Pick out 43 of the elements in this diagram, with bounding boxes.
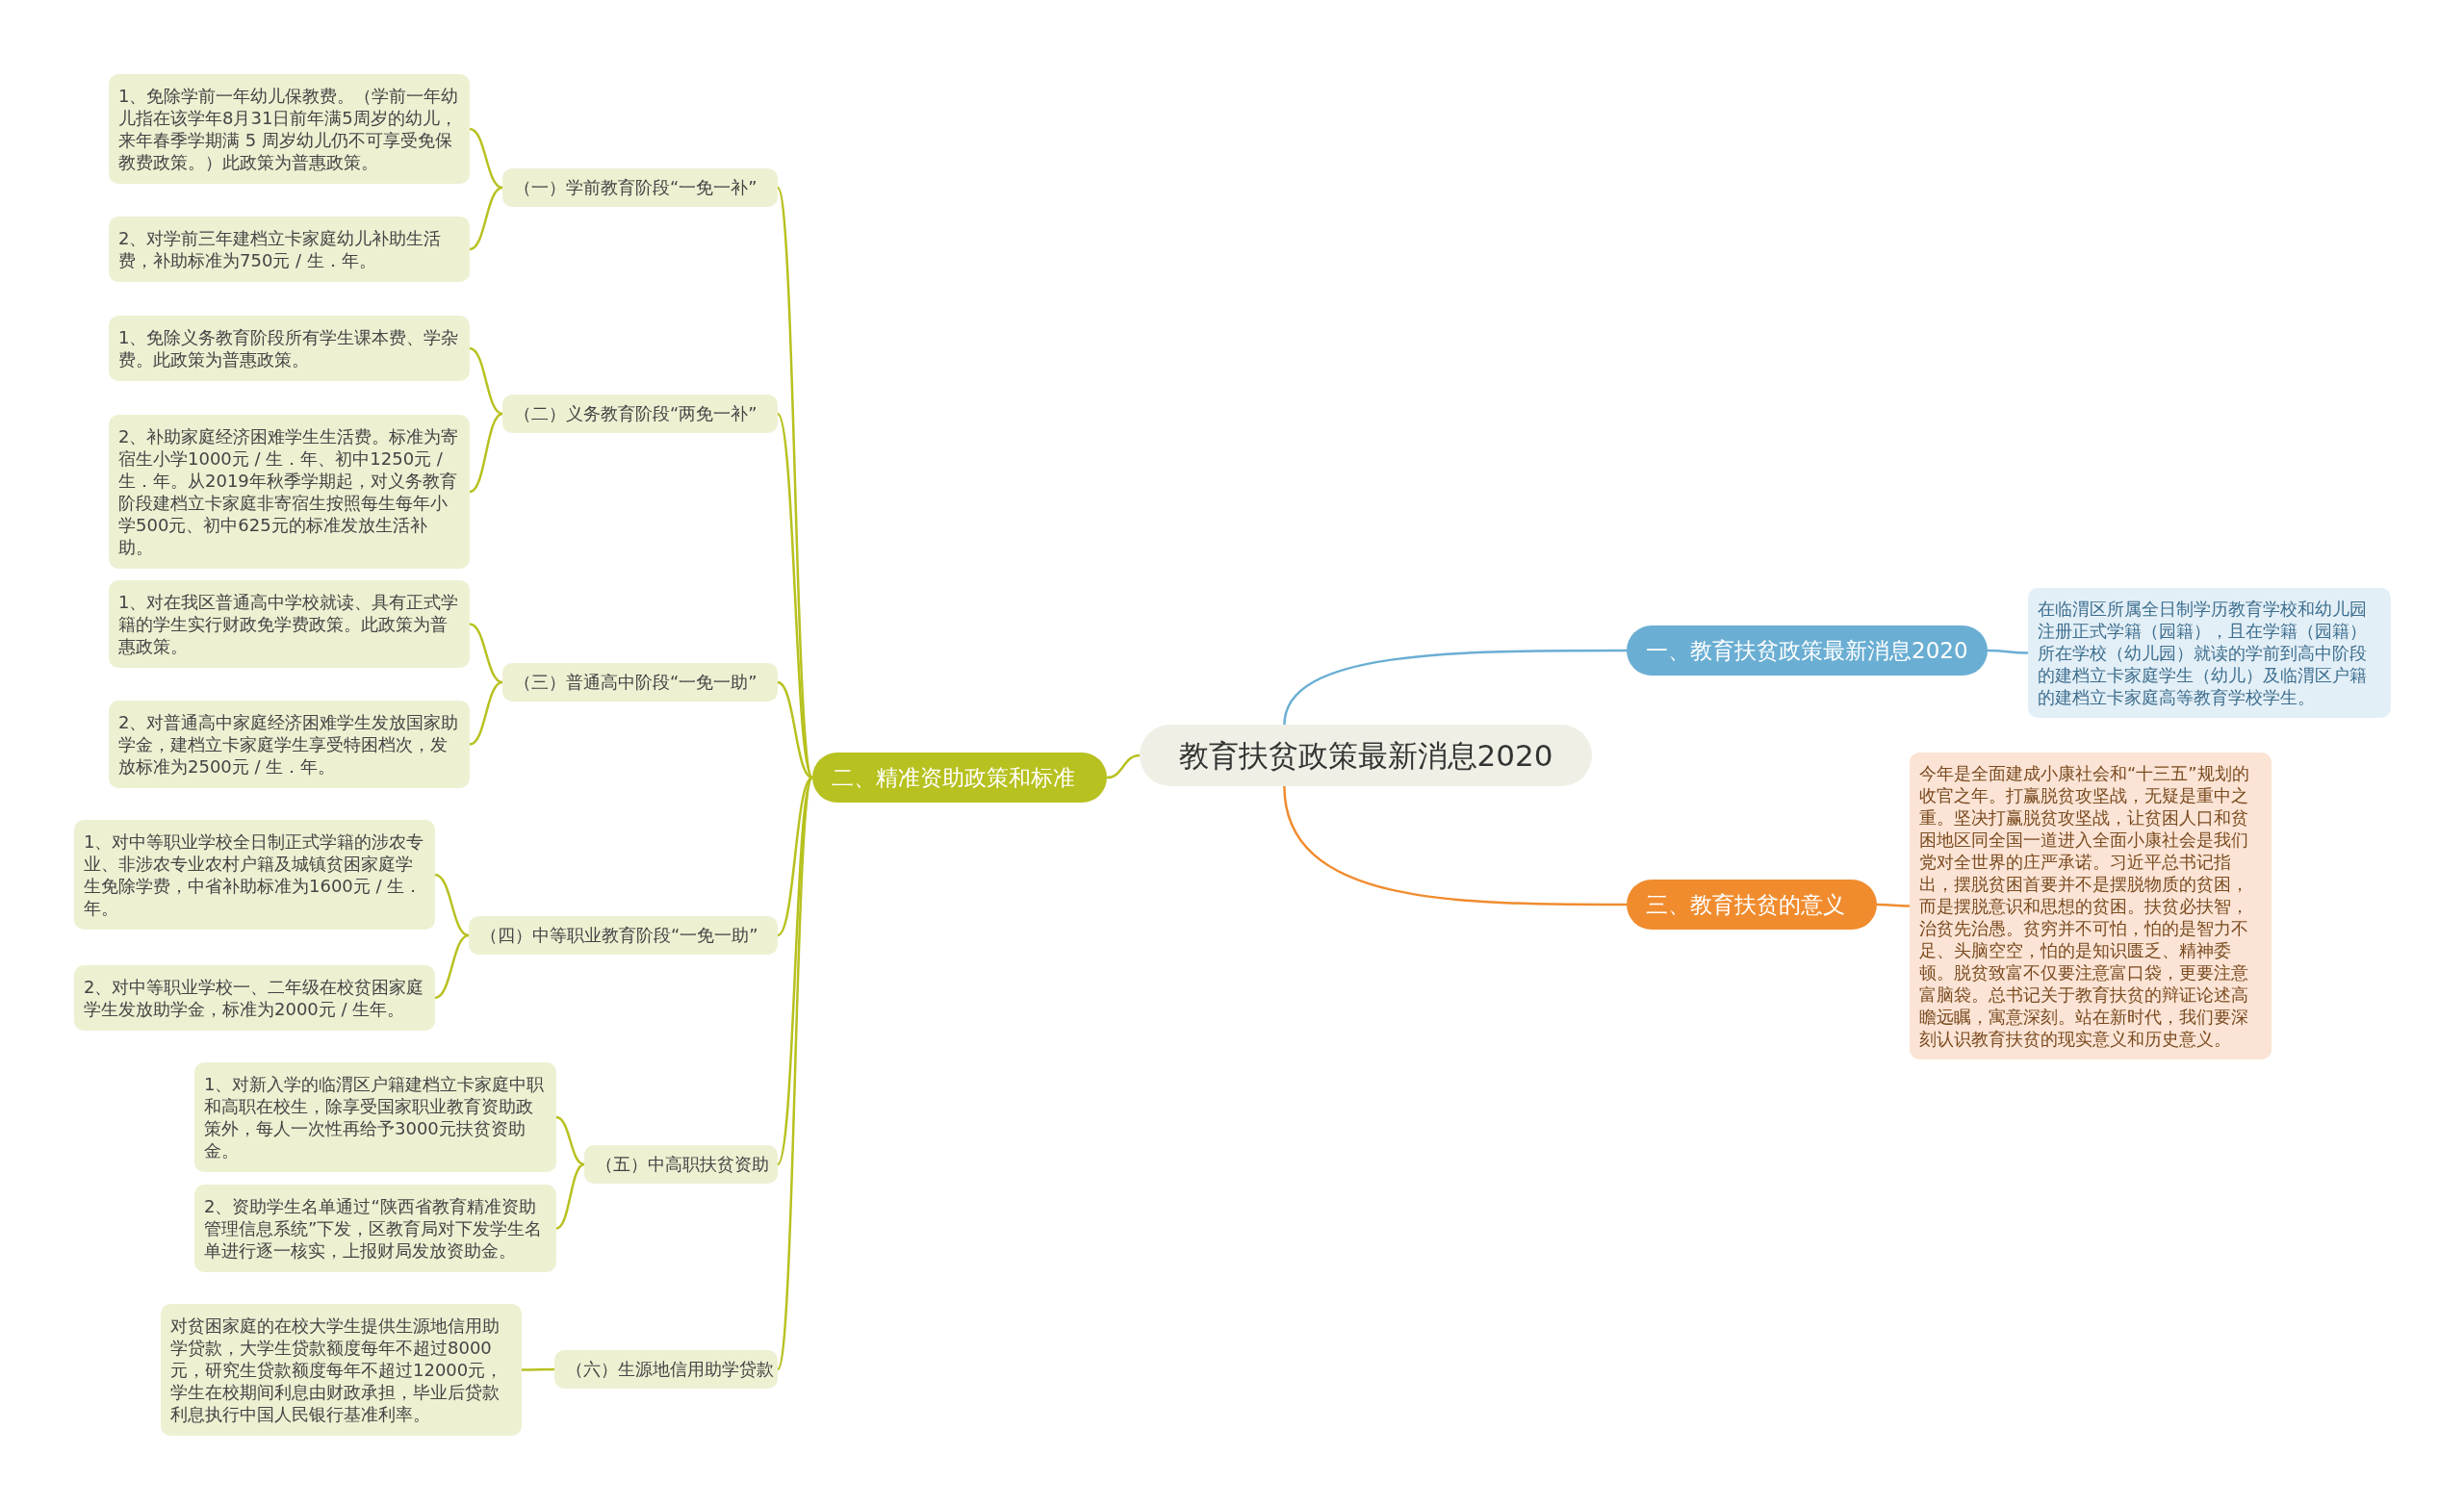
- subtopic-box: （六）生源地信用助学贷款: [554, 1350, 778, 1389]
- note-box: 在临渭区所属全日制学历教育学校和幼儿园注册正式学籍（园籍），且在学籍（园籍）所在学校（幼儿园）就读的学前到高中阶段的建档立卡家庭学生（幼儿）及临渭区户籍的建档立卡家庭高等教育学校学生。: [2028, 588, 2391, 718]
- connector: [522, 1367, 554, 1371]
- connector: [776, 413, 814, 779]
- connector: [1283, 785, 1627, 906]
- subtopic-box: （一）学前教育阶段“一免一补”: [502, 168, 778, 207]
- note-box: 2、对中等职业学校一、二年级在校贫困家庭学生发放助学金，标准为2000元 / 生年。: [74, 965, 435, 1031]
- note-box: 对贫困家庭的在校大学生提供生源地信用助学贷款，大学生贷款额度每年不超过8000元，研究生贷款额度每年不超过12000元，学生在校期间利息由财政承担，毕业后贷款利息执行中国人民银行基准利率。: [161, 1304, 522, 1436]
- connector: [1877, 903, 1910, 907]
- connector: [555, 1115, 585, 1166]
- connector: [1283, 649, 1627, 726]
- connector: [469, 186, 503, 251]
- note-box: 1、对中等职业学校全日制正式学籍的涉农专业、非涉农专业农村户籍及城镇贫困家庭学生免除学费，中省补助标准为1600元 / 生．年。: [74, 820, 435, 930]
- connector: [469, 623, 503, 684]
- connector: [1106, 753, 1141, 779]
- note-box: 2、资助学生名单通过“陕西省教育精准资助管理信息系统”下发，区教育局对下发学生名单进行逐一核实，上报财局发放资助金。: [194, 1185, 556, 1272]
- connector: [434, 873, 470, 937]
- connector: [777, 777, 813, 936]
- central-topic: 教育扶贫政策最新消息2020: [1140, 725, 1592, 786]
- note-box: 1、对在我区普通高中学校就读、具有正式学籍的学生实行财政免学费政策。此政策为普惠政策。: [109, 580, 470, 668]
- connector: [434, 933, 470, 1000]
- note-box: 今年是全面建成小康社会和“十三五”规划的收官之年。打赢脱贫攻坚战，无疑是重中之重。坚决打赢脱贫攻坚战，让贫困人口和贫困地区同全国一道进入全面小康社会是我们党对全世界的庄严承诺。习近平总书记指出，摆脱贫困首要并不是摆脱物质的贫困，而是摆脱意识和思想的贫困。扶贫必扶智，治贫先治愚。贫穷并不可怕，怕的是智力不足、头脑空空，怕的是知识匮乏、精神委顿。脱贫致富不仅要注意富口袋，更要注意富脑袋。总书记关于教育扶贫的辩证论述高瞻远瞩，寓意深刻。站在新时代，我们要深刻认识教育扶贫的现实意义和历史意义。: [1910, 753, 2272, 1059]
- note-box: 2、补助家庭经济困难学生生活费。标准为寄宿生小学1000元 / 生．年、初中1250元 / 生．年。从2019年秋季学期起，对义务教育阶段建档立卡家庭非寄宿生按照每生每年小学500元、初中625元的标准发放生活补助。: [109, 415, 470, 569]
- note-box: 1、对新入学的临渭区户籍建档立卡家庭中职和高职在校生，除享受国家职业教育资助政策外，每人一次性再给予3000元扶贫资助金。: [194, 1062, 556, 1172]
- note-box: 2、对普通高中家庭经济困难学生发放国家助学金，建档立卡家庭学生享受特困档次，发放标准为2500元 / 生．年。: [109, 701, 470, 788]
- connector: [776, 777, 814, 1370]
- subtopic-box: （三）普通高中阶段“一免一助”: [502, 663, 778, 702]
- note-box: 1、免除义务教育阶段所有学生课本费、学杂费。此政策为普惠政策。: [109, 316, 470, 381]
- connector: [469, 680, 503, 746]
- subtopic-box: （五）中高职扶贫资助: [584, 1145, 778, 1184]
- note-box: 1、免除学前一年幼儿保教费。（学前一年幼儿指在该学年8月31日前年满5周岁的幼儿，来年春季学期满 5 周岁幼儿仍不可享受免保教费政策。）此政策为普惠政策。: [109, 74, 470, 184]
- connector: [469, 412, 503, 494]
- subtopic-box: （二）义务教育阶段“两免一补”: [502, 395, 778, 433]
- branch-topic: 一、教育扶贫政策最新消息2020: [1627, 625, 1988, 676]
- subtopic-box: （四）中等职业教育阶段“一免一助”: [469, 916, 778, 955]
- connector: [469, 127, 503, 190]
- branch-topic: 二、精准资助政策和标准: [812, 753, 1107, 803]
- branch-topic: 三、教育扶贫的意义: [1627, 880, 1877, 930]
- connector: [777, 680, 813, 779]
- connector: [469, 346, 503, 416]
- connector: [555, 1162, 585, 1230]
- connector: [1987, 649, 2028, 654]
- note-box: 2、对学前三年建档立卡家庭幼儿补助生活费，补助标准为750元 / 生．年。: [109, 217, 470, 282]
